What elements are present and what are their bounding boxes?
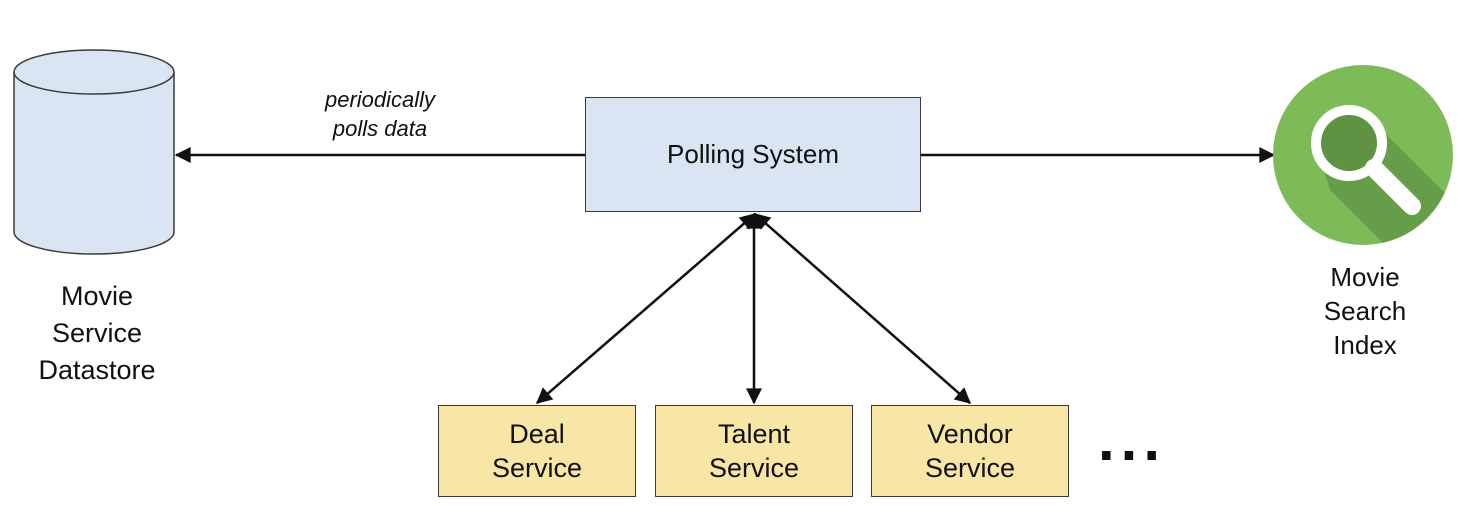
search-index-label: Movie Search Index (1290, 260, 1440, 362)
edge-label-polls: periodically polls data (290, 85, 470, 143)
search-index-label-line: Movie (1330, 262, 1400, 292)
vendor-service-node: Vendor Service (871, 405, 1069, 497)
datastore-label: Movie Service Datastore (12, 278, 182, 389)
polling-system-label: Polling System (667, 139, 839, 169)
edge-poll-deal (535, 213, 757, 404)
talent-service-label-line: Service (708, 453, 800, 483)
edge-label-line-2: polls data (332, 116, 428, 141)
polling-system-node: Polling System (585, 97, 921, 212)
magnifier-icon (1273, 65, 1453, 245)
talent-service-node: Talent Service (655, 405, 853, 497)
deal-service-label-line: Service (491, 453, 583, 483)
vendor-service-label-line: Service (924, 453, 1016, 483)
search-index-label-line: Index (1333, 330, 1397, 360)
deal-service-node: Deal Service (438, 405, 636, 497)
vendor-service-label-line: Vendor (927, 419, 1013, 449)
datastore-cylinder (13, 49, 175, 255)
datastore-label-line: Service (51, 318, 143, 348)
talent-service-label-line: Talent (717, 419, 791, 449)
deal-service-label-line: Deal (509, 419, 565, 449)
datastore-label-line: Movie (60, 281, 134, 311)
edge-label-line-1: periodically (324, 87, 436, 112)
more-services-ellipsis: ... (1098, 406, 1167, 473)
search-index-label-line: Search (1323, 296, 1407, 326)
edge-poll-vendor (753, 213, 972, 404)
datastore-label-line: Datastore (38, 355, 156, 385)
